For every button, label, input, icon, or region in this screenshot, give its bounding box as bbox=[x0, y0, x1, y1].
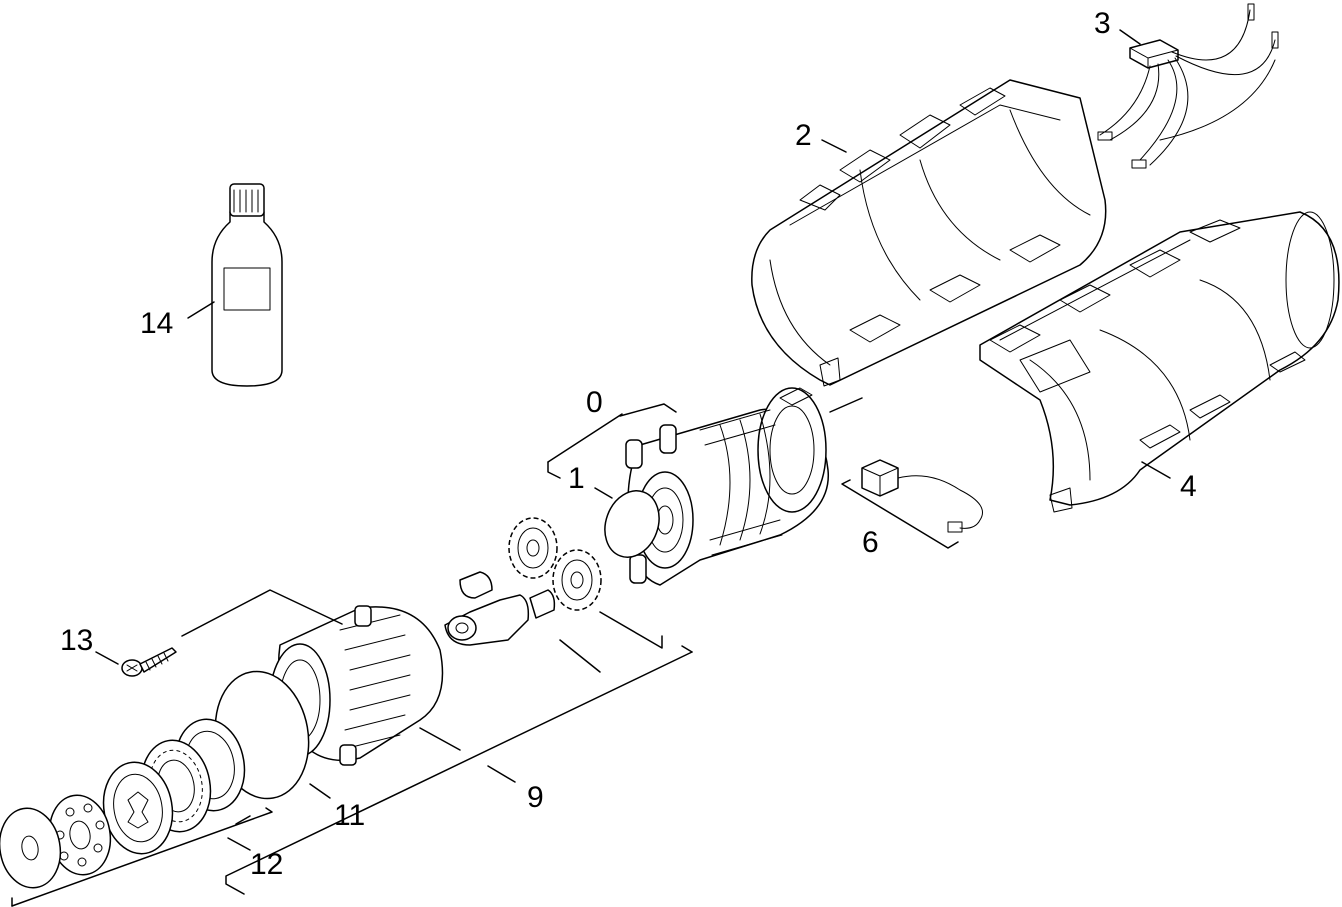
upper-housing-shell bbox=[751, 79, 1107, 387]
switch-with-wires bbox=[1097, 3, 1279, 169]
label-part-13: 13 bbox=[60, 624, 93, 657]
washer bbox=[0, 807, 62, 889]
motor-assembly bbox=[625, 387, 829, 586]
o-ring-1 bbox=[604, 490, 660, 558]
screw bbox=[121, 647, 177, 677]
label-part-2: 2 bbox=[795, 119, 812, 152]
oil-bottle bbox=[211, 183, 283, 387]
capacitor-with-cable bbox=[861, 459, 983, 533]
shaft-carrier bbox=[444, 571, 556, 646]
gear-lower bbox=[552, 549, 602, 611]
label-part-11: 11 bbox=[334, 799, 365, 832]
label-part-9: 9 bbox=[527, 781, 544, 814]
label-part-3: 3 bbox=[1094, 7, 1111, 40]
label-part-4: 4 bbox=[1180, 470, 1197, 503]
part-labels: 14 2 3 4 0 1 6 9 11 12 13 bbox=[60, 7, 1197, 881]
gear-upper bbox=[508, 517, 558, 579]
label-part-0: 0 bbox=[586, 386, 603, 419]
label-part-14: 14 bbox=[140, 307, 173, 340]
label-part-6: 6 bbox=[862, 526, 879, 559]
leader-lines bbox=[11, 29, 1171, 907]
label-part-12: 12 bbox=[250, 848, 283, 881]
lower-housing-shell bbox=[979, 211, 1340, 513]
label-part-1: 1 bbox=[568, 462, 585, 495]
